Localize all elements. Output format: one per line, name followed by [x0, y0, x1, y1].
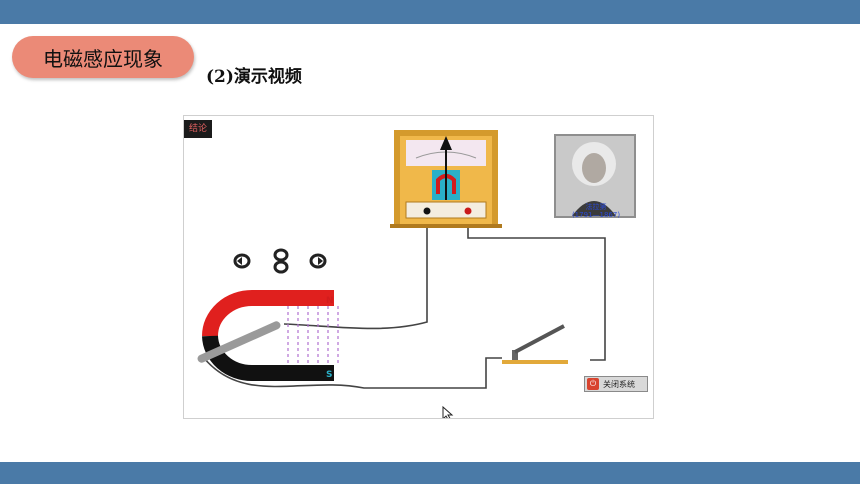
faraday-portrait [554, 134, 636, 218]
simulation-canvas: N S [196, 130, 636, 418]
slide-subtitle: (2)演示视频 [206, 67, 302, 87]
conductor-rod[interactable] [196, 320, 281, 364]
meter-terminal-panel [405, 201, 487, 219]
playback-controls [233, 248, 327, 274]
meter-terminal-negative[interactable] [423, 207, 431, 215]
switch-hinge [512, 350, 518, 360]
portrait-caption-name: 法拉第 [585, 203, 607, 211]
power-icon: ⏻ [587, 378, 599, 390]
pause-icon[interactable] [273, 248, 289, 262]
section-title: 电磁感应现象 [43, 46, 163, 71]
mouse-cursor-icon [442, 405, 454, 418]
portrait-caption-years: (1791—1867) [571, 211, 621, 219]
portrait-coat [572, 201, 616, 216]
portrait-caption: 法拉第 (1791—1867) [556, 203, 636, 219]
switch-blade [514, 324, 565, 354]
conclusion-menu-tab[interactable]: 结论 [184, 120, 212, 138]
galvanometer [390, 130, 502, 228]
simulation-window[interactable]: N S 结论 法拉第 (1791—1867) ⏻ 关闭系统 [183, 115, 654, 419]
switch-base [502, 360, 568, 364]
close-system-label: 关闭系统 [603, 379, 635, 389]
section-title-badge: 电磁感应现象 [12, 36, 194, 78]
wire-bottom [203, 357, 502, 389]
forward-icon[interactable] [309, 253, 327, 269]
horseshoe-magnet [196, 290, 339, 381]
magnet-south-arm [202, 335, 334, 381]
portrait-face [582, 153, 606, 183]
header-bar [0, 0, 860, 24]
magnet-south-label: S [326, 370, 332, 380]
magnet-north-arm [202, 290, 334, 337]
meter-terminal-positive[interactable] [464, 207, 472, 215]
footer-bar [0, 462, 860, 484]
magnet-north-label: N [326, 296, 334, 306]
meter-needle-tip [440, 136, 452, 150]
close-system-button[interactable]: ⏻ 关闭系统 [584, 376, 648, 392]
field-lines [287, 306, 339, 366]
wire-left [283, 211, 428, 330]
wire-right [467, 211, 606, 361]
knife-switch[interactable] [502, 324, 568, 364]
rewind-icon[interactable] [233, 253, 251, 269]
meter-base [390, 224, 502, 228]
